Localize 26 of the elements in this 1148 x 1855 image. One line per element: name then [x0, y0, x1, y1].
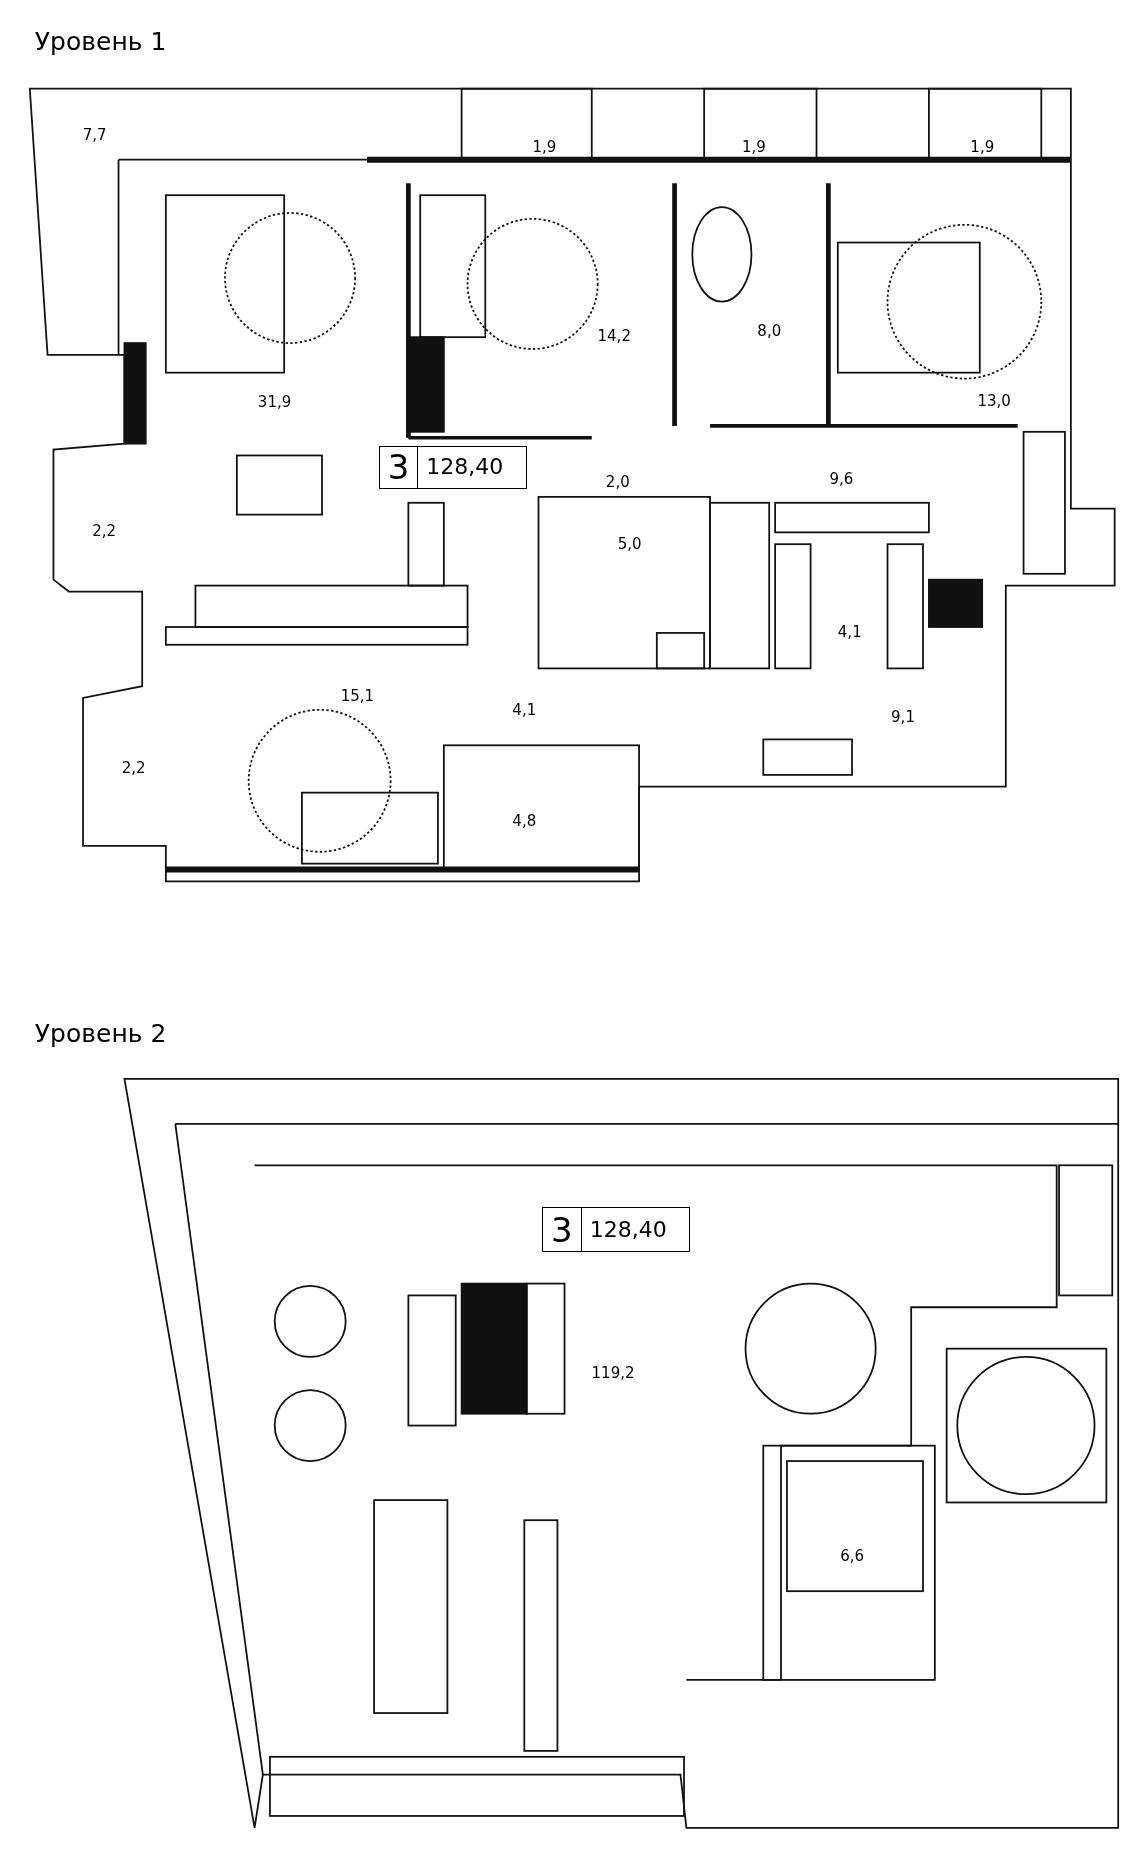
- area-label: 4,1: [511, 702, 538, 718]
- total-area: 128,40: [581, 1218, 667, 1241]
- area-label: 15,1: [339, 688, 376, 704]
- area-label: 2,0: [604, 474, 631, 490]
- area-label: 119,2: [590, 1365, 636, 1381]
- area-label: 13,0: [976, 393, 1012, 409]
- area-label: 7,7: [81, 127, 108, 143]
- area-label: 4,8: [511, 813, 538, 829]
- area-label: 2,2: [91, 523, 118, 539]
- area-label: 4,1: [836, 624, 863, 640]
- room-count: 3: [379, 447, 419, 488]
- area-label: 8,0: [756, 323, 783, 339]
- area-label: 14,2: [596, 328, 632, 344]
- area-label: 9,6: [828, 471, 855, 487]
- area-label: 31,9: [256, 394, 293, 410]
- area-label: 2,2: [120, 760, 147, 776]
- area-label: 1,9: [740, 139, 767, 155]
- apartment-info-box: [542, 1207, 690, 1253]
- area-label: 1,9: [969, 139, 996, 155]
- area-label: 6,6: [839, 1548, 866, 1564]
- apartment-info-box: [378, 446, 527, 489]
- area-label: 1,9: [531, 139, 558, 155]
- area-label: 5,0: [616, 536, 643, 552]
- area-label: 9,1: [890, 709, 916, 725]
- total-area: 128,40: [418, 456, 504, 479]
- room-count: 3: [543, 1208, 582, 1252]
